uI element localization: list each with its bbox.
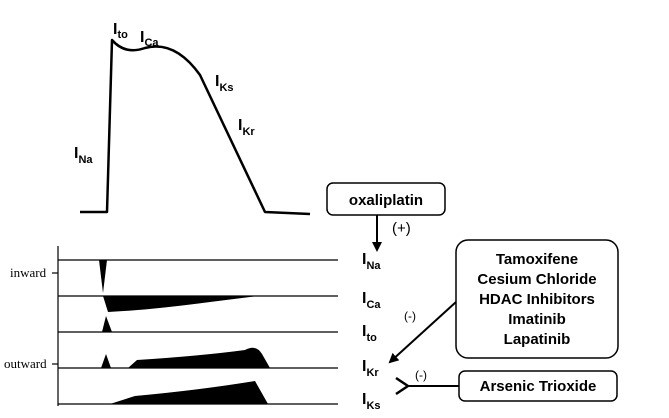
current-label-ica: ICa: [362, 290, 381, 311]
inhibitor-item-1: Cesium Chloride: [477, 271, 596, 288]
inhibitor-item-4: Lapatinib: [504, 331, 571, 348]
oxaliplatin-effect: (+): [392, 220, 411, 237]
trace-iks-ramp: [110, 381, 268, 404]
action-potential-curve: [80, 38, 311, 216]
inhibitor-item-3: Imatinib: [508, 311, 566, 328]
ap-label-ito: Ito: [113, 21, 128, 41]
inhibitor-item-0: Tamoxifene: [496, 251, 578, 268]
inhibitors-arrow: [388, 301, 457, 364]
inhibitors-box: [455, 239, 619, 359]
outward-label: outward: [4, 356, 47, 371]
ap-label-iks: IKs: [215, 73, 234, 94]
trace-ikr-bump: [101, 354, 111, 368]
current-label-ina: INa: [362, 251, 381, 272]
inward-label: inward: [10, 265, 47, 280]
trace-ica-wedge: [103, 296, 258, 312]
oxaliplatin-box: [326, 182, 446, 216]
oxaliplatin-label: oxaliplatin: [349, 192, 423, 209]
inhibitor-item-2: HDAC Inhibitors: [479, 291, 595, 308]
trace-ito-spike: [102, 316, 112, 332]
inhibitors-effect: (-): [404, 309, 416, 323]
current-label-iks: IKs: [362, 391, 381, 412]
arsenic-arrow-split: [395, 376, 409, 396]
arsenic-effect: (-): [415, 368, 427, 382]
ap-label-ina: INa: [74, 145, 93, 166]
current-label-ito: Ito: [362, 323, 377, 344]
ap-label-ica: ICa: [140, 29, 159, 49]
ap-label-ikr: IKr: [238, 117, 255, 138]
current-label-ikr: IKr: [362, 358, 379, 379]
arsenic-label: Arsenic Trioxide: [480, 378, 597, 395]
trace-ina-spike: [99, 260, 107, 293]
trace-ikr-ramp: [128, 347, 270, 368]
